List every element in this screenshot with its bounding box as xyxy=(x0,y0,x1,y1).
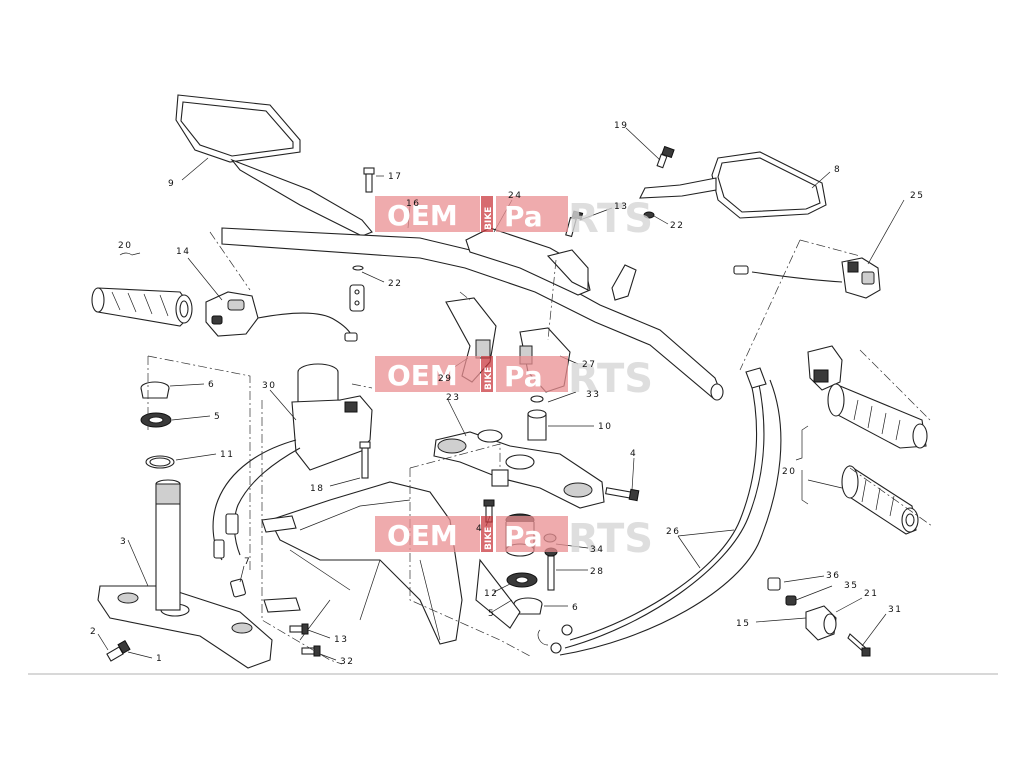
watermark-top: OEM BIKE Pa RTS xyxy=(375,196,653,242)
callout-23: 23 xyxy=(446,393,460,403)
lower-triple-clamp xyxy=(97,479,273,669)
right-mirror xyxy=(639,151,827,219)
svg-text:Pa: Pa xyxy=(504,520,543,553)
callout-10: 10 xyxy=(598,422,612,432)
callout-16: 16 xyxy=(406,199,420,209)
callout-1: 1 xyxy=(156,654,163,664)
callout-13-top: 13 xyxy=(614,202,628,212)
callout-15: 15 xyxy=(736,619,750,629)
bolt-13-top xyxy=(565,210,584,238)
callout-30: 30 xyxy=(262,381,276,391)
callout-12: 12 xyxy=(484,589,498,599)
assembly-outlines xyxy=(147,231,933,665)
callout-11: 11 xyxy=(220,450,234,460)
callout-31: 31 xyxy=(888,605,902,615)
callout-5-centre: 5 xyxy=(488,609,495,619)
callout-6-centre: 6 xyxy=(572,603,579,613)
left-mirror xyxy=(175,94,373,237)
svg-text:BIKE: BIKE xyxy=(484,527,494,550)
callout-3: 3 xyxy=(120,537,127,547)
callout-2: 2 xyxy=(90,627,97,637)
throttle-cables xyxy=(537,367,782,656)
svg-text:RTS: RTS xyxy=(568,356,653,402)
bolt-17 xyxy=(363,167,375,193)
callout-25: 25 xyxy=(910,191,924,201)
callout-36: 36 xyxy=(826,571,840,581)
right-grip xyxy=(841,465,919,535)
callout-29: 29 xyxy=(438,374,452,384)
left-grip xyxy=(91,287,193,327)
bar-end-parts xyxy=(767,577,871,657)
svg-text:Pa: Pa xyxy=(504,360,543,393)
svg-text:BIKE: BIKE xyxy=(484,367,494,390)
frame-section xyxy=(261,481,521,645)
svg-text:RTS: RTS xyxy=(568,516,653,562)
svg-text:RTS: RTS xyxy=(568,196,653,242)
callout-17: 17 xyxy=(388,172,402,182)
bolt-19 xyxy=(656,145,675,169)
callout-9: 9 xyxy=(168,179,175,189)
svg-text:OEM: OEM xyxy=(387,199,458,232)
callout-34: 34 xyxy=(590,545,604,555)
callout-26: 26 xyxy=(666,527,680,537)
callout-20-right: 20 xyxy=(782,467,796,477)
callout-32: 32 xyxy=(340,657,354,667)
callout-27: 27 xyxy=(582,360,596,370)
callout-8: 8 xyxy=(834,165,841,175)
callout-14: 14 xyxy=(176,247,190,257)
ignition-switch xyxy=(212,363,373,598)
left-switch xyxy=(205,291,358,342)
callout-13-bottom: 13 xyxy=(334,635,348,645)
riser-clamp-left xyxy=(349,284,365,312)
bearing-stack-left xyxy=(140,381,175,469)
bolt-2 xyxy=(106,639,131,662)
callout-5-left: 5 xyxy=(214,412,221,422)
callout-22-right: 22 xyxy=(670,221,684,231)
bolt-18 xyxy=(359,441,371,479)
washers-22 xyxy=(352,211,655,271)
riser-10 xyxy=(527,395,547,441)
svg-text:OEM: OEM xyxy=(387,359,458,392)
bolt-4 xyxy=(605,487,640,502)
callout-6-left: 6 xyxy=(208,380,215,390)
callout-4-centre: 4 xyxy=(476,524,483,534)
callout-20-left: 20 xyxy=(118,241,132,251)
callout-28: 28 xyxy=(590,567,604,577)
watermark-middle: OEM BIKE Pa RTS xyxy=(375,356,653,402)
callout-19: 19 xyxy=(614,121,628,131)
callout-35: 35 xyxy=(844,581,858,591)
svg-text:Pa: Pa xyxy=(504,200,543,233)
callout-21: 21 xyxy=(864,589,878,599)
callout-4-right: 4 xyxy=(630,449,637,459)
bolts-13-32 xyxy=(289,499,495,657)
svg-text:BIKE: BIKE xyxy=(484,207,494,230)
callout-22-left: 22 xyxy=(388,279,402,289)
callout-24: 24 xyxy=(508,191,522,201)
clamp-cover xyxy=(465,227,591,296)
right-switch xyxy=(733,257,881,299)
callout-7: 7 xyxy=(244,557,251,567)
upper-triple-clamp xyxy=(433,429,605,509)
callout-18: 18 xyxy=(310,484,324,494)
riser-clamp-right xyxy=(611,264,637,301)
throttle-body xyxy=(807,345,928,449)
callout-labels: 9 8 19 17 16 24 13 22 22 20 14 25 6 5 11… xyxy=(90,121,924,667)
callout-33: 33 xyxy=(586,390,600,400)
watermark-bottom: OEM BIKE Pa RTS xyxy=(375,516,653,562)
svg-text:OEM: OEM xyxy=(387,519,458,552)
